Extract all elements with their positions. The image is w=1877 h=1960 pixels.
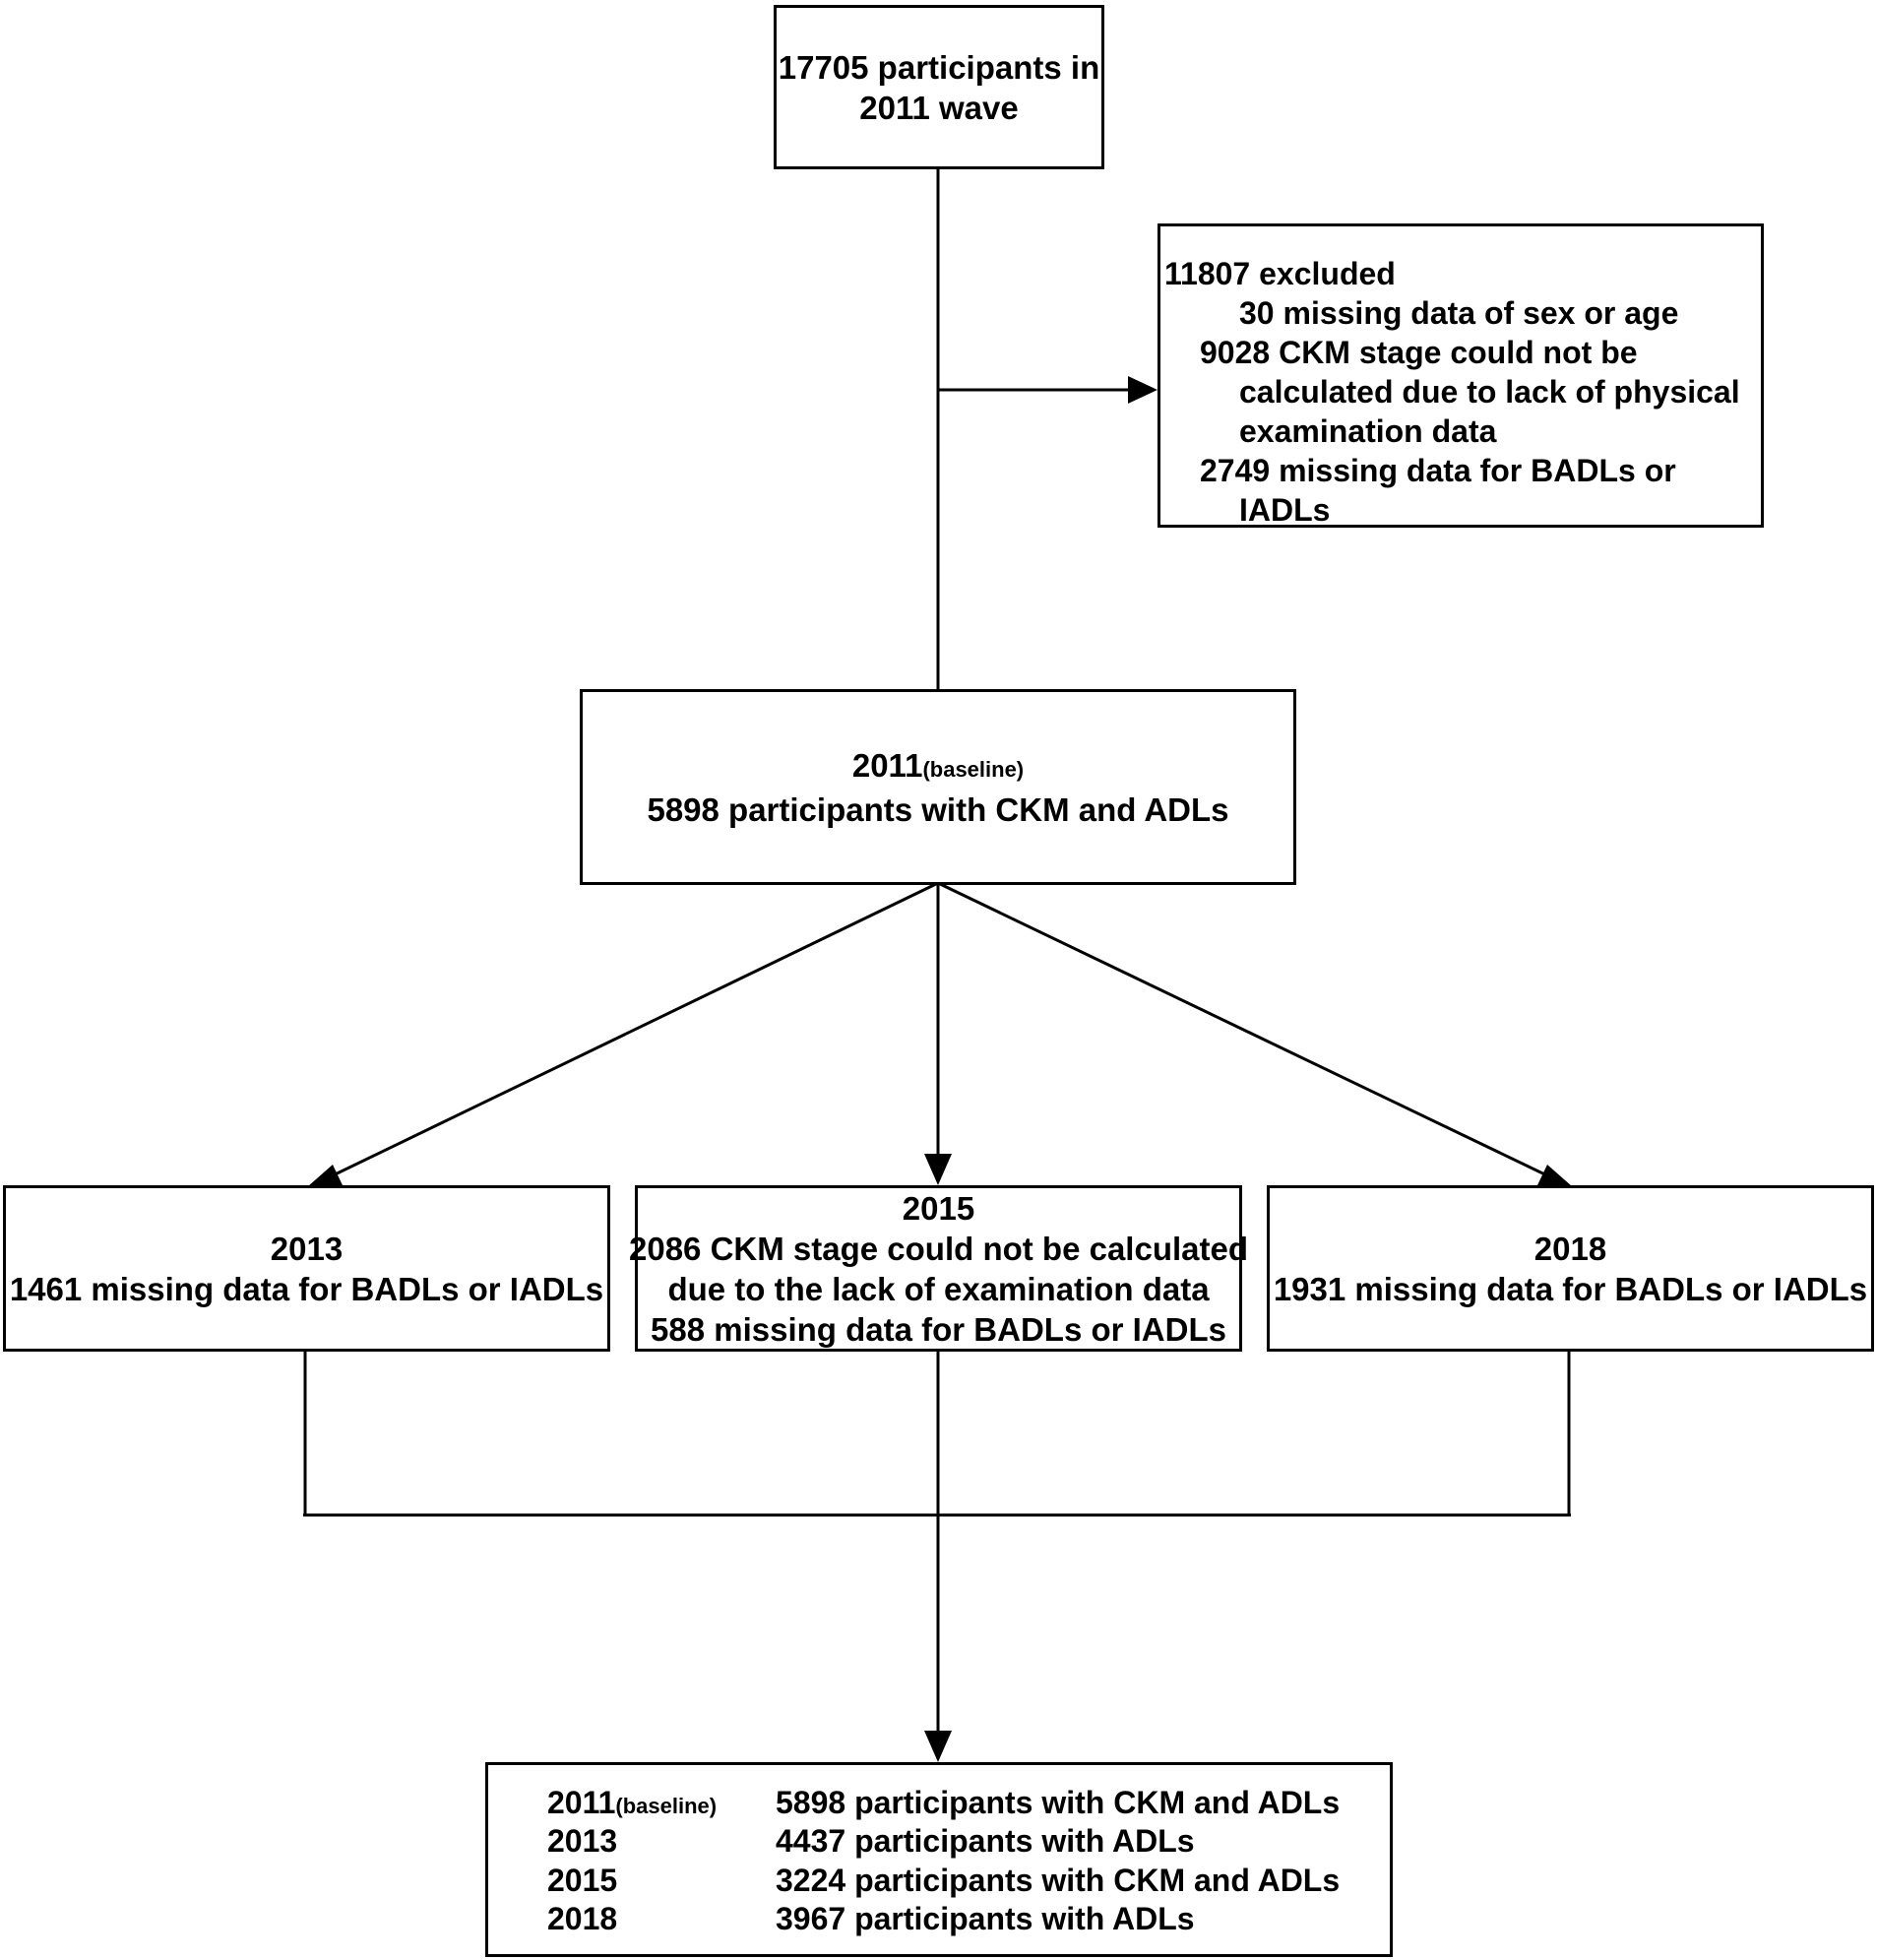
wave-2015-box: 2015 2086 CKM stage could not be calcula… [629, 1185, 1248, 1352]
exclusion-item: examination data [1239, 413, 1497, 449]
wave-2018-text: 1931 missing data for BADLs or IADLs [1273, 1270, 1868, 1307]
wave-2015-line-3: 588 missing data for BADLs or IADLs [651, 1310, 1226, 1348]
baseline-year: 2011 [851, 746, 923, 784]
baseline-tag: (baseline) [922, 756, 1025, 782]
exclusion-arrowhead [1128, 376, 1157, 404]
wave-2018-box: 2018 1931 missing data for BADLs or IADL… [1267, 1185, 1874, 1352]
summary-year: 2015 [547, 1863, 618, 1898]
summary-arrowhead [924, 1731, 952, 1762]
start-line-2: 2011 wave [859, 89, 1019, 126]
exclusion-box: 11807 excluded 30 missing data of sex or… [1157, 223, 1764, 528]
arrowhead-2013 [308, 1165, 343, 1186]
exclusion-title: 11807 excluded [1164, 256, 1396, 291]
summary-year: 2013 [547, 1823, 618, 1859]
summary-text: 3967 participants with ADLs [776, 1901, 1195, 1936]
wave-2013-box: 2013 1461 missing data for BADLs or IADL… [3, 1185, 610, 1352]
summary-year: 2011(baseline) [547, 1783, 717, 1826]
summary-text: 4437 participants with ADLs [776, 1823, 1195, 1859]
wave-2013-text: 1461 missing data for BADLs or IADLs [9, 1270, 604, 1307]
wave-2015-line-2: due to the lack of examination data [667, 1270, 1210, 1307]
baseline-heading: 2011(baseline) [852, 745, 1024, 790]
summary-year: 2018 [547, 1901, 618, 1936]
wave-2013-year: 2013 [270, 1230, 344, 1267]
summary-year-value: 2011 [547, 1785, 616, 1820]
wave-2015-line-1: 2086 CKM stage could not be calculated [629, 1230, 1248, 1267]
start-box: 17705 participants in 2011 wave [774, 5, 1104, 169]
baseline-box: 2011(baseline) 5898 participants with CK… [580, 689, 1296, 885]
summary-text: 3224 participants with CKM and ADLs [776, 1863, 1341, 1898]
arrowhead-2018 [1537, 1165, 1572, 1186]
arrowhead-2015 [924, 1154, 952, 1185]
exclusion-item: calculated due to lack of physical [1239, 374, 1740, 410]
exclusion-item: 2749 missing data for BADLs or [1200, 453, 1676, 488]
summary-box: 2011(baseline) 5898 participants with CK… [485, 1762, 1393, 1957]
baseline-to-2018-arrow [937, 881, 1556, 1181]
summary-year-tag: (baseline) [615, 1794, 718, 1818]
baseline-to-2013-arrow [324, 881, 939, 1181]
wave-2015-year: 2015 [902, 1189, 975, 1227]
summary-text: 5898 participants with CKM and ADLs [776, 1785, 1341, 1820]
start-line-1: 17705 participants in [778, 48, 1100, 86]
exclusion-item: IADLs [1239, 492, 1331, 528]
exclusion-item: 30 missing data of sex or age [1239, 295, 1679, 331]
baseline-text: 5898 participants with CKM and ADLs [647, 790, 1229, 828]
exclusion-item: 9028 CKM stage could not be [1200, 335, 1638, 370]
wave-2018-year: 2018 [1533, 1230, 1607, 1267]
